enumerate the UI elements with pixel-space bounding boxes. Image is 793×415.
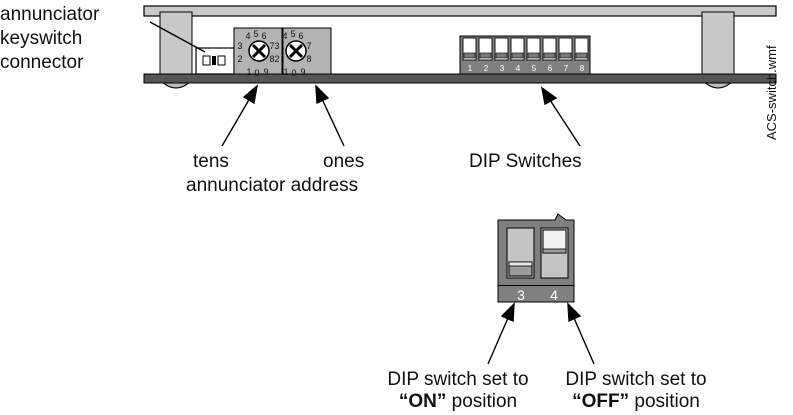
- rotary-digit: 2: [237, 54, 242, 64]
- on-caption-line2: “ON” position: [378, 391, 538, 413]
- rotary-digit: 1: [246, 67, 251, 77]
- dip-number: 6: [548, 64, 553, 73]
- rotary-digit: 6: [298, 31, 303, 41]
- tens-arrow-line: [221, 97, 251, 147]
- keyswitch-label-line2: keyswitch: [0, 28, 83, 49]
- dip-switch: [526, 37, 541, 61]
- dip-number: 8: [580, 64, 585, 73]
- rotary-digit: 4: [282, 31, 287, 41]
- dip-arrowhead: [540, 86, 558, 106]
- rotary-digit: 7: [269, 41, 274, 51]
- tens-arrowhead: [242, 84, 259, 105]
- dip-arrow-line: [549, 99, 581, 147]
- off-caption-line1: DIP switch set to: [565, 369, 707, 390]
- keyswitch-label-line3: connector: [0, 52, 84, 73]
- off-arrow-line: [573, 317, 595, 365]
- circuit-board: [143, 5, 777, 89]
- dip-number: 2: [484, 64, 489, 73]
- rotary-digit: 8: [306, 54, 311, 64]
- ones-label: ones: [323, 151, 365, 172]
- on-position-text: position: [446, 391, 518, 412]
- rotary-digit: 4: [245, 31, 250, 41]
- dip-switch: [510, 37, 525, 61]
- dip-number: 7: [564, 64, 569, 73]
- rotary-digit: 5: [290, 29, 295, 39]
- dip-switch-bank: 1 2 3 4 5 6 7 8: [459, 35, 591, 75]
- dip-switch: [558, 37, 573, 61]
- dip-detail: 3 4: [497, 213, 575, 303]
- rotary-digit: 5: [253, 29, 258, 39]
- filename-label: ACS-switch.wmf: [764, 45, 779, 140]
- keyswitch-label-line1: annunciator: [0, 4, 100, 25]
- rotary-digit: 2: [274, 54, 279, 64]
- annunciator-address-label: annunciator address: [186, 175, 359, 196]
- detail-switch-off: [540, 227, 569, 279]
- mounting-post-left: [159, 11, 193, 77]
- ones-arrow-line: [321, 98, 345, 147]
- tens-label: tens: [193, 151, 229, 172]
- dip-switch: [494, 37, 509, 61]
- dip-number: 3: [500, 64, 505, 73]
- rotary-digit: 0: [254, 68, 259, 78]
- dip-number: 4: [516, 64, 521, 73]
- on-caption-line1: DIP switch set to: [387, 369, 529, 390]
- rotary-digit: 8: [269, 54, 274, 64]
- leader-lines: [149, 21, 595, 365]
- rotary-digit: 0: [291, 68, 296, 78]
- on-arrowhead: [500, 302, 515, 323]
- dip-switch: [462, 37, 477, 61]
- off-caption: DIP switch set to “OFF” position: [556, 369, 716, 413]
- detail-number-4: 4: [550, 287, 558, 303]
- rotary-digit: 3: [274, 41, 279, 51]
- detail-number-3: 3: [517, 287, 525, 303]
- dip-number: 1: [468, 64, 473, 73]
- rotary-digit: 1: [283, 67, 288, 77]
- top-rail: [143, 5, 777, 17]
- rotary-digit: 3: [237, 41, 242, 51]
- on-caption: DIP switch set to “ON” position: [378, 369, 538, 413]
- rotary-digit: 6: [261, 31, 266, 41]
- keyswitch-leader: [149, 21, 206, 53]
- rotary-digit: 9: [300, 67, 305, 77]
- on-quote: “ON”: [398, 391, 447, 412]
- off-caption-line2: “OFF” position: [556, 391, 716, 413]
- rotary-digit: 7: [306, 41, 311, 51]
- keyswitch-connector: [195, 47, 235, 75]
- off-quote: “OFF”: [572, 391, 630, 412]
- dip-switch: [574, 37, 589, 61]
- mounting-post-right: [701, 11, 735, 77]
- off-arrowhead: [567, 302, 582, 323]
- dip-number: 5: [532, 64, 537, 73]
- dip-switch: [478, 37, 493, 61]
- ones-arrowhead: [315, 84, 330, 105]
- dip-switches-label: DIP Switches: [469, 151, 582, 172]
- board-edge: [143, 73, 777, 84]
- off-position-text: position: [629, 391, 700, 412]
- detail-switch-on: [506, 227, 535, 279]
- dip-switch: [542, 37, 557, 61]
- on-arrow-line: [487, 317, 509, 365]
- rotary-digit: 9: [263, 67, 268, 77]
